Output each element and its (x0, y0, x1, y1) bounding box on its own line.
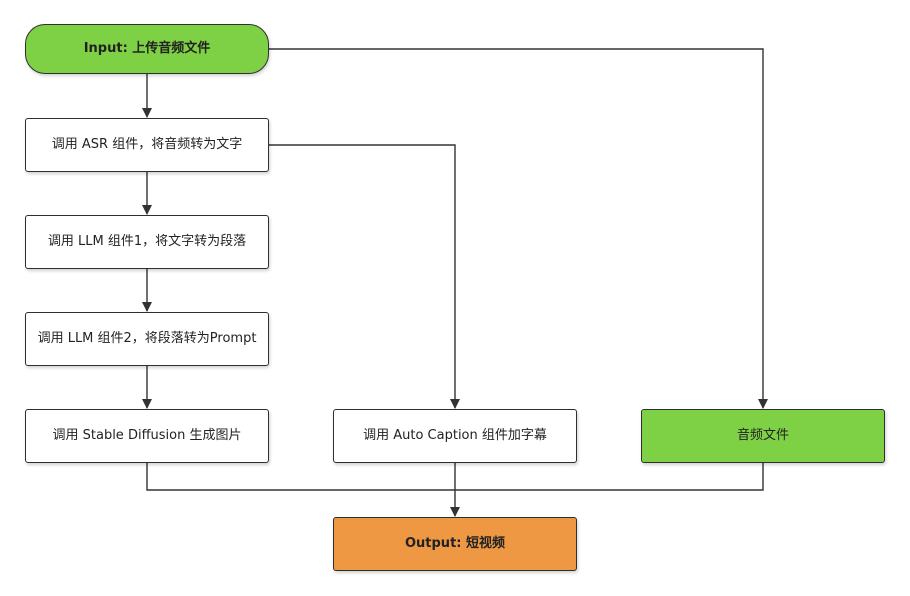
auto-caption-node: 调用 Auto Caption 组件加字幕 (333, 409, 577, 463)
output-node-label: Output: 短视频 (404, 536, 506, 552)
auto-caption-node-label: 调用 Auto Caption 组件加字幕 (363, 428, 547, 444)
output-node: Output: 短视频 (333, 517, 577, 571)
edge-input-to-audio (269, 48, 768, 409)
edge-sd-to-merge (146, 463, 455, 491)
llm1-node-label: 调用 LLM 组件1，将文字转为段落 (47, 234, 247, 250)
audio-file-node: 音频文件 (641, 409, 885, 463)
llm2-node: 调用 LLM 组件2，将段落转为Prompt (25, 312, 269, 366)
asr-node: 调用 ASR 组件，将音频转为文字 (25, 118, 269, 172)
input-node: Input: 上传音频文件 (25, 24, 269, 74)
llm1-node: 调用 LLM 组件1，将文字转为段落 (25, 215, 269, 269)
audio-file-node-label: 音频文件 (736, 428, 789, 444)
edge-asr-to-caption (269, 144, 460, 409)
input-node-label: Input: 上传音频文件 (83, 41, 211, 57)
edge-audio-to-merge (455, 463, 764, 491)
stable-diffusion-node: 调用 Stable Diffusion 生成图片 (25, 409, 269, 463)
asr-node-label: 调用 ASR 组件，将音频转为文字 (51, 137, 243, 153)
llm2-node-label: 调用 LLM 组件2，将段落转为Prompt (37, 331, 257, 347)
stable-diffusion-node-label: 调用 Stable Diffusion 生成图片 (52, 428, 242, 444)
